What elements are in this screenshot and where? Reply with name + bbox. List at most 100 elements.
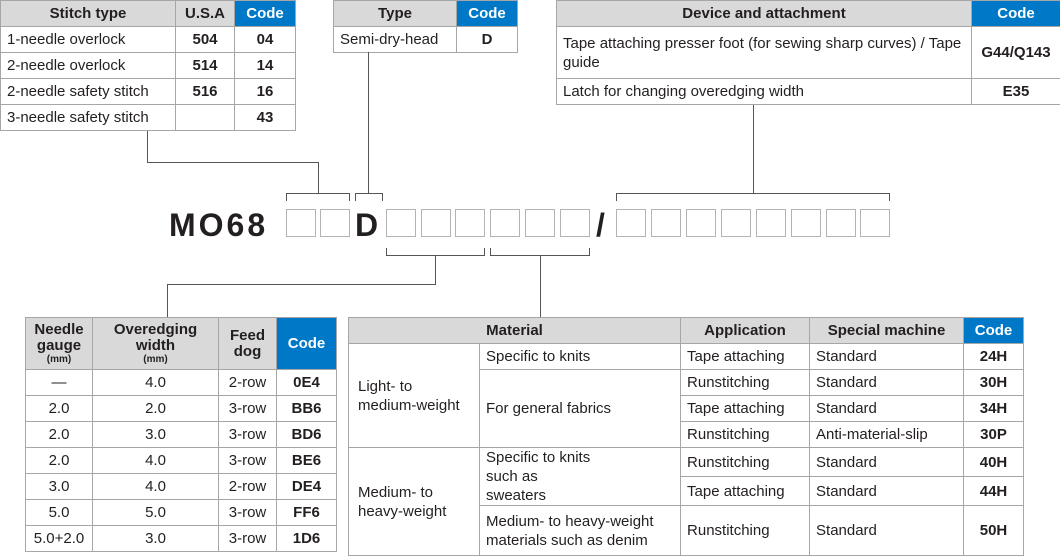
stitch-type-cell: 3-needle safety stitch	[1, 105, 176, 131]
feed-dog-cell: 3-row	[219, 500, 277, 526]
special-machine-cell: Anti-material-slip	[810, 422, 964, 448]
stitch-type-cell: 2-needle safety stitch	[1, 79, 176, 105]
connector-line	[368, 52, 369, 193]
device-cell: Latch for changing overedging width	[557, 79, 972, 105]
code-cell: 1D6	[277, 526, 337, 552]
code-cell: 16	[235, 79, 296, 105]
material-sub-cell: Specific to knits	[480, 344, 681, 370]
needle-gauge-label: Needle gauge	[28, 322, 90, 354]
application-cell: Tape attaching	[681, 396, 810, 422]
code-box	[616, 209, 646, 237]
code-cell: 30P	[964, 422, 1024, 448]
feed-dog-cell: 2-row	[219, 370, 277, 396]
code-box	[791, 209, 821, 237]
code-box	[455, 209, 485, 237]
code-cell: 14	[235, 53, 296, 79]
type-table: Type Code Semi-dry-head D	[333, 0, 518, 53]
code-cell: 34H	[964, 396, 1024, 422]
code-cell: 04	[235, 27, 296, 53]
special-machine-cell: Standard	[810, 506, 964, 556]
code-cell: BB6	[277, 396, 337, 422]
special-machine-cell: Standard	[810, 448, 964, 477]
code-cell: 43	[235, 105, 296, 131]
usa-cell: 504	[176, 27, 235, 53]
connector-line	[318, 162, 319, 193]
code-box	[651, 209, 681, 237]
connector-line	[355, 193, 383, 194]
code-cell: E35	[972, 79, 1060, 105]
device-cell: Tape attaching presser foot (for sewing …	[557, 27, 972, 79]
stitch-type-cell: 1-needle overlock	[1, 27, 176, 53]
overedging-width-unit: (mm)	[95, 354, 216, 365]
connector-line	[616, 193, 617, 201]
feed-dog-cell: 3-row	[219, 396, 277, 422]
feed-dog-cell: 2-row	[219, 474, 277, 500]
code-box	[826, 209, 856, 237]
code-cell: G44/Q143	[972, 27, 1060, 79]
code-cell: 30H	[964, 370, 1024, 396]
overedging-width-cell: 4.0	[93, 448, 219, 474]
stitch-type-table: Stitch type U.S.A Code 1-needle overlock…	[0, 0, 296, 131]
model-type-letter: D	[355, 209, 378, 241]
material-header: Material	[349, 318, 681, 344]
special-machine-cell: Standard	[810, 370, 964, 396]
usa-cell	[176, 105, 235, 131]
connector-line	[355, 193, 356, 201]
application-cell: Runstitching	[681, 422, 810, 448]
material-table: Material Application Special machine Cod…	[348, 317, 1024, 556]
code-cell: 40H	[964, 448, 1024, 477]
overedging-width-cell: 4.0	[93, 370, 219, 396]
code-header: Code	[964, 318, 1024, 344]
usa-header: U.S.A	[176, 1, 235, 27]
code-cell: D	[457, 27, 518, 53]
connector-line	[484, 248, 485, 256]
application-cell: Runstitching	[681, 448, 810, 477]
code-box	[386, 209, 416, 237]
code-box	[686, 209, 716, 237]
connector-line	[589, 248, 590, 256]
connector-line	[616, 193, 890, 194]
code-cell: DE4	[277, 474, 337, 500]
connector-line	[435, 255, 436, 284]
connector-line	[147, 162, 319, 163]
application-cell: Runstitching	[681, 506, 810, 556]
overedging-width-cell: 3.0	[93, 526, 219, 552]
overedging-width-header: Overedging width (mm)	[93, 318, 219, 370]
model-slash: /	[596, 209, 605, 241]
material-group-cell: Medium- to heavy-weight	[349, 448, 480, 556]
connector-line	[167, 284, 436, 285]
overedging-width-label: Overedging width	[95, 322, 216, 354]
device-table: Device and attachment Code Tape attachin…	[556, 0, 1060, 105]
feed-dog-header: Feed dog	[219, 318, 277, 370]
needle-gauge-cell: 2.0	[26, 422, 93, 448]
needle-gauge-header: Needle gauge (mm)	[26, 318, 93, 370]
code-header: Code	[277, 318, 337, 370]
connector-line	[167, 284, 168, 317]
application-cell: Tape attaching	[681, 477, 810, 506]
usa-cell: 516	[176, 79, 235, 105]
application-cell: Tape attaching	[681, 344, 810, 370]
code-cell: BE6	[277, 448, 337, 474]
special-machine-cell: Standard	[810, 344, 964, 370]
special-machine-cell: Standard	[810, 477, 964, 506]
connector-line	[286, 193, 287, 201]
model-prefix: MO68	[169, 209, 268, 241]
code-cell: 24H	[964, 344, 1024, 370]
code-box	[320, 209, 350, 237]
code-header: Code	[457, 1, 518, 27]
device-header: Device and attachment	[557, 1, 972, 27]
code-box	[560, 209, 590, 237]
overedging-width-cell: 5.0	[93, 500, 219, 526]
material-group-cell: Light- to medium-weight	[349, 344, 480, 448]
overedging-width-cell: 2.0	[93, 396, 219, 422]
usa-cell: 514	[176, 53, 235, 79]
special-machine-cell: Standard	[810, 396, 964, 422]
application-cell: Runstitching	[681, 370, 810, 396]
feed-dog-cell: 3-row	[219, 448, 277, 474]
code-box	[860, 209, 890, 237]
overedging-width-cell: 4.0	[93, 474, 219, 500]
code-box	[721, 209, 751, 237]
needle-gauge-cell: 5.0	[26, 500, 93, 526]
gauge-table: Needle gauge (mm) Overedging width (mm) …	[25, 317, 337, 552]
code-box	[525, 209, 555, 237]
